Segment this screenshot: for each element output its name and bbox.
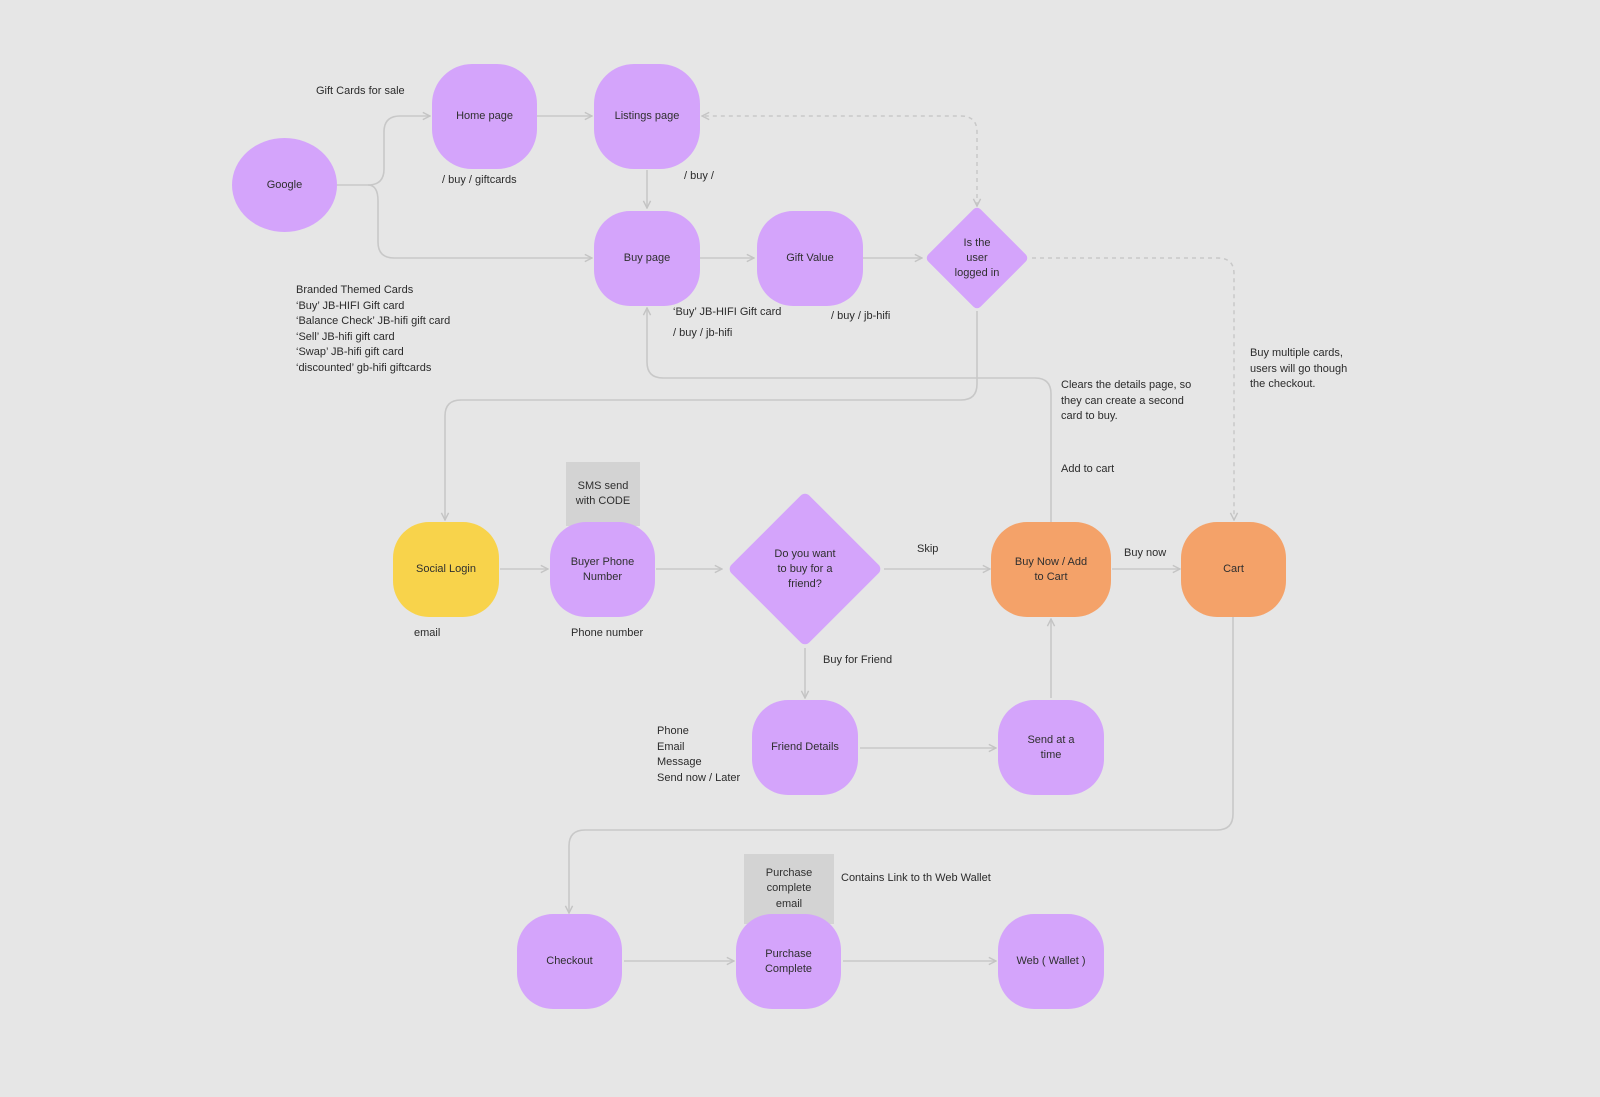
node-label: Friend Details bbox=[771, 741, 839, 753]
node-label: Buy page bbox=[623, 252, 671, 264]
label-friend-fields: Phone Email Message Send now / Later bbox=[657, 725, 741, 784]
label-buy-multiple: Buy multiple cards, users will go though… bbox=[1250, 347, 1348, 391]
connector-loggedin-cart-dashed bbox=[1032, 257, 1234, 520]
note-text: Purchase complete email bbox=[765, 866, 813, 910]
label-buy-jbhifi-path: / buy / jb-hifi bbox=[673, 327, 733, 339]
note-purchase-complete-email: Purchase complete email bbox=[744, 854, 834, 924]
node-label-text: Do you want to buy for a friend? bbox=[774, 547, 836, 590]
label-buy-giftcards-path: / buy / giftcards bbox=[442, 174, 517, 186]
label-skip: Skip bbox=[917, 543, 939, 555]
connector-cart-checkout bbox=[569, 617, 1234, 913]
node-label: Buyer Phone Number bbox=[570, 555, 635, 583]
node-label: Web ( Wallet ) bbox=[1016, 955, 1086, 967]
node-google[interactable]: Google bbox=[232, 138, 337, 232]
node-gift-value[interactable]: Gift Value bbox=[757, 211, 863, 306]
node-label: Home page bbox=[456, 110, 513, 122]
node-send-at-a-time[interactable]: Send at a time bbox=[998, 700, 1104, 795]
node-cart[interactable]: Cart bbox=[1181, 522, 1286, 617]
node-buy-page[interactable]: Buy page bbox=[594, 211, 700, 306]
connector-loggedin-listings-dashed bbox=[702, 116, 977, 206]
label-buy-now: Buy now bbox=[1124, 547, 1167, 559]
label-gift-value-path: / buy / jb-hifi bbox=[831, 310, 891, 322]
note-sms-code: SMS send with CODE bbox=[566, 462, 640, 526]
node-label: Is the user logged in bbox=[923, 205, 1031, 311]
node-label: Do you want to buy for a friend? bbox=[725, 493, 885, 645]
label-email: email bbox=[414, 627, 441, 639]
label-add-to-cart: Add to cart bbox=[1061, 463, 1115, 475]
connector-loggedin-social bbox=[445, 311, 978, 520]
node-label: Buy Now / Add to Cart bbox=[1014, 555, 1088, 583]
node-buy-now-add-to-cart[interactable]: Buy Now / Add to Cart bbox=[991, 522, 1111, 617]
node-checkout[interactable]: Checkout bbox=[517, 914, 622, 1009]
node-friend-details[interactable]: Friend Details bbox=[752, 700, 858, 795]
node-label: Gift Value bbox=[786, 252, 834, 264]
label-buy-for-friend: Buy for Friend bbox=[823, 654, 893, 666]
node-social-login[interactable]: Social Login bbox=[393, 522, 499, 617]
label-buy-path: / buy / bbox=[684, 170, 714, 182]
node-web-wallet[interactable]: Web ( Wallet ) bbox=[998, 914, 1104, 1009]
label-contains-link: Contains Link to th Web Wallet bbox=[841, 872, 991, 884]
node-label: Checkout bbox=[546, 955, 593, 967]
note-text: SMS send with CODE bbox=[575, 479, 631, 508]
connector-addtocart-buy bbox=[647, 308, 1052, 522]
node-label: Cart bbox=[1223, 563, 1244, 575]
label-gift-cards-for-sale: Gift Cards for sale bbox=[316, 85, 405, 97]
label-branded-cards-list: Branded Themed Cards ‘Buy’ JB-HIFI Gift … bbox=[296, 284, 451, 374]
node-label: Google bbox=[266, 178, 303, 191]
connector-google-home bbox=[337, 116, 430, 186]
label-buy-jbhifi-card: ‘Buy’ JB-HIFI Gift card bbox=[673, 306, 782, 318]
label-phone-number: Phone number bbox=[571, 627, 644, 639]
node-listings-page[interactable]: Listings page bbox=[594, 64, 700, 169]
node-label: Purchase Complete bbox=[764, 947, 813, 975]
node-buy-for-friend-decision[interactable]: Do you want to buy for a friend? bbox=[725, 491, 885, 647]
connector-google-buy bbox=[367, 184, 592, 258]
node-buyer-phone-number[interactable]: Buyer Phone Number bbox=[550, 522, 655, 617]
node-logged-in-decision[interactable]: Is the user logged in bbox=[923, 205, 1031, 311]
label-clears-details: Clears the details page, so they can cre… bbox=[1061, 379, 1192, 423]
node-label: Send at a time bbox=[1027, 733, 1075, 761]
node-home-page[interactable]: Home page bbox=[432, 64, 537, 169]
node-label: Listings page bbox=[614, 110, 680, 122]
node-label: Social Login bbox=[416, 563, 476, 575]
node-label-text: Is the user logged in bbox=[954, 236, 1000, 279]
node-purchase-complete[interactable]: Purchase Complete bbox=[736, 914, 841, 1009]
